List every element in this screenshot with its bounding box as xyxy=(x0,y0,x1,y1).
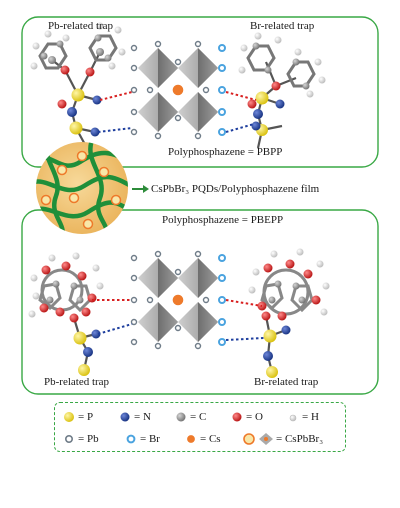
legend-label-o: = O xyxy=(246,411,263,423)
legend-item-c: = C xyxy=(175,407,206,427)
bromine-atom-icon xyxy=(126,434,136,444)
bottom-right-br-interaction-2 xyxy=(225,337,265,341)
bottom-left-pbepp-molecule xyxy=(28,252,104,376)
legend: = P = N = C = O = H = Pb = Br = C xyxy=(54,402,346,452)
hydrogen-atom-icon xyxy=(289,414,297,422)
legend-row-1: = P = N = C = O = H xyxy=(55,407,345,427)
bottom-right-trap-label: Br-related trap xyxy=(254,376,319,388)
top-left-trap-label: Pb-related trap xyxy=(48,20,114,32)
legend-item-n: = N xyxy=(119,407,151,427)
legend-label-pb: = Pb xyxy=(78,433,99,445)
bottom-left-trap-label: Pb-related trap xyxy=(44,376,110,388)
bottom-right-pbepp-molecule xyxy=(248,248,330,378)
bottom-right-br-interaction-1 xyxy=(225,299,263,307)
top-left-pb-interaction xyxy=(99,91,133,101)
legend-label-cspbbr3: = CsPbBr₃ xyxy=(276,433,324,445)
top-right-pbpp-molecule xyxy=(238,32,326,149)
top-left-pbpp-molecule xyxy=(30,22,126,160)
bottom-polymer-label: Polyphosphazene = PBEPP xyxy=(162,214,284,226)
top-right-br-interaction-1 xyxy=(225,91,257,101)
top-right-br-interaction-2 xyxy=(225,123,255,133)
bottom-panel xyxy=(21,209,379,395)
lattice-icon xyxy=(259,433,273,445)
legend-label-c: = C xyxy=(190,411,207,423)
legend-item-pb: = Pb xyxy=(63,429,99,449)
top-perovskite-lattice xyxy=(130,40,226,140)
legend-item-h: = H xyxy=(287,407,319,427)
film-label: CsPbBr₃ PQDs/Polyphosphazene film xyxy=(151,183,320,195)
bottom-perovskite-lattice xyxy=(130,250,226,350)
legend-label-n: = N xyxy=(134,411,151,423)
legend-row-2: = Pb = Br = Cs = CsPbBr₃ xyxy=(55,429,345,449)
legend-label-h: = H xyxy=(302,411,319,423)
legend-label-p: = P xyxy=(78,411,94,423)
lead-atom-icon xyxy=(64,434,74,444)
phosphorus-atom-icon xyxy=(64,412,74,422)
legend-label-cs: = Cs xyxy=(200,433,221,445)
legend-item-cs: = Cs xyxy=(185,429,221,449)
legend-item-o: = O xyxy=(231,407,263,427)
bottom-left-n-interaction xyxy=(97,323,133,335)
nitrogen-atom-icon xyxy=(120,412,130,422)
top-right-trap-label: Br-related trap xyxy=(250,20,315,32)
film-arrow-head xyxy=(143,185,149,193)
pqd-polymer-film xyxy=(36,142,128,234)
legend-item-br: = Br xyxy=(125,429,160,449)
oxygen-atom-icon xyxy=(232,412,242,422)
quantum-dot-icon xyxy=(243,433,255,445)
legend-item-cspbbr3: = CsPbBr₃ xyxy=(243,429,323,449)
top-polymer-label: Polyphosphazene = PBPP xyxy=(168,146,283,158)
legend-label-br: = Br xyxy=(140,433,160,445)
cesium-atom-icon xyxy=(185,433,197,445)
top-panel xyxy=(21,16,379,168)
legend-item-p: = P xyxy=(63,407,93,427)
top-left-n-interaction xyxy=(97,127,133,133)
carbon-atom-icon xyxy=(176,412,186,422)
